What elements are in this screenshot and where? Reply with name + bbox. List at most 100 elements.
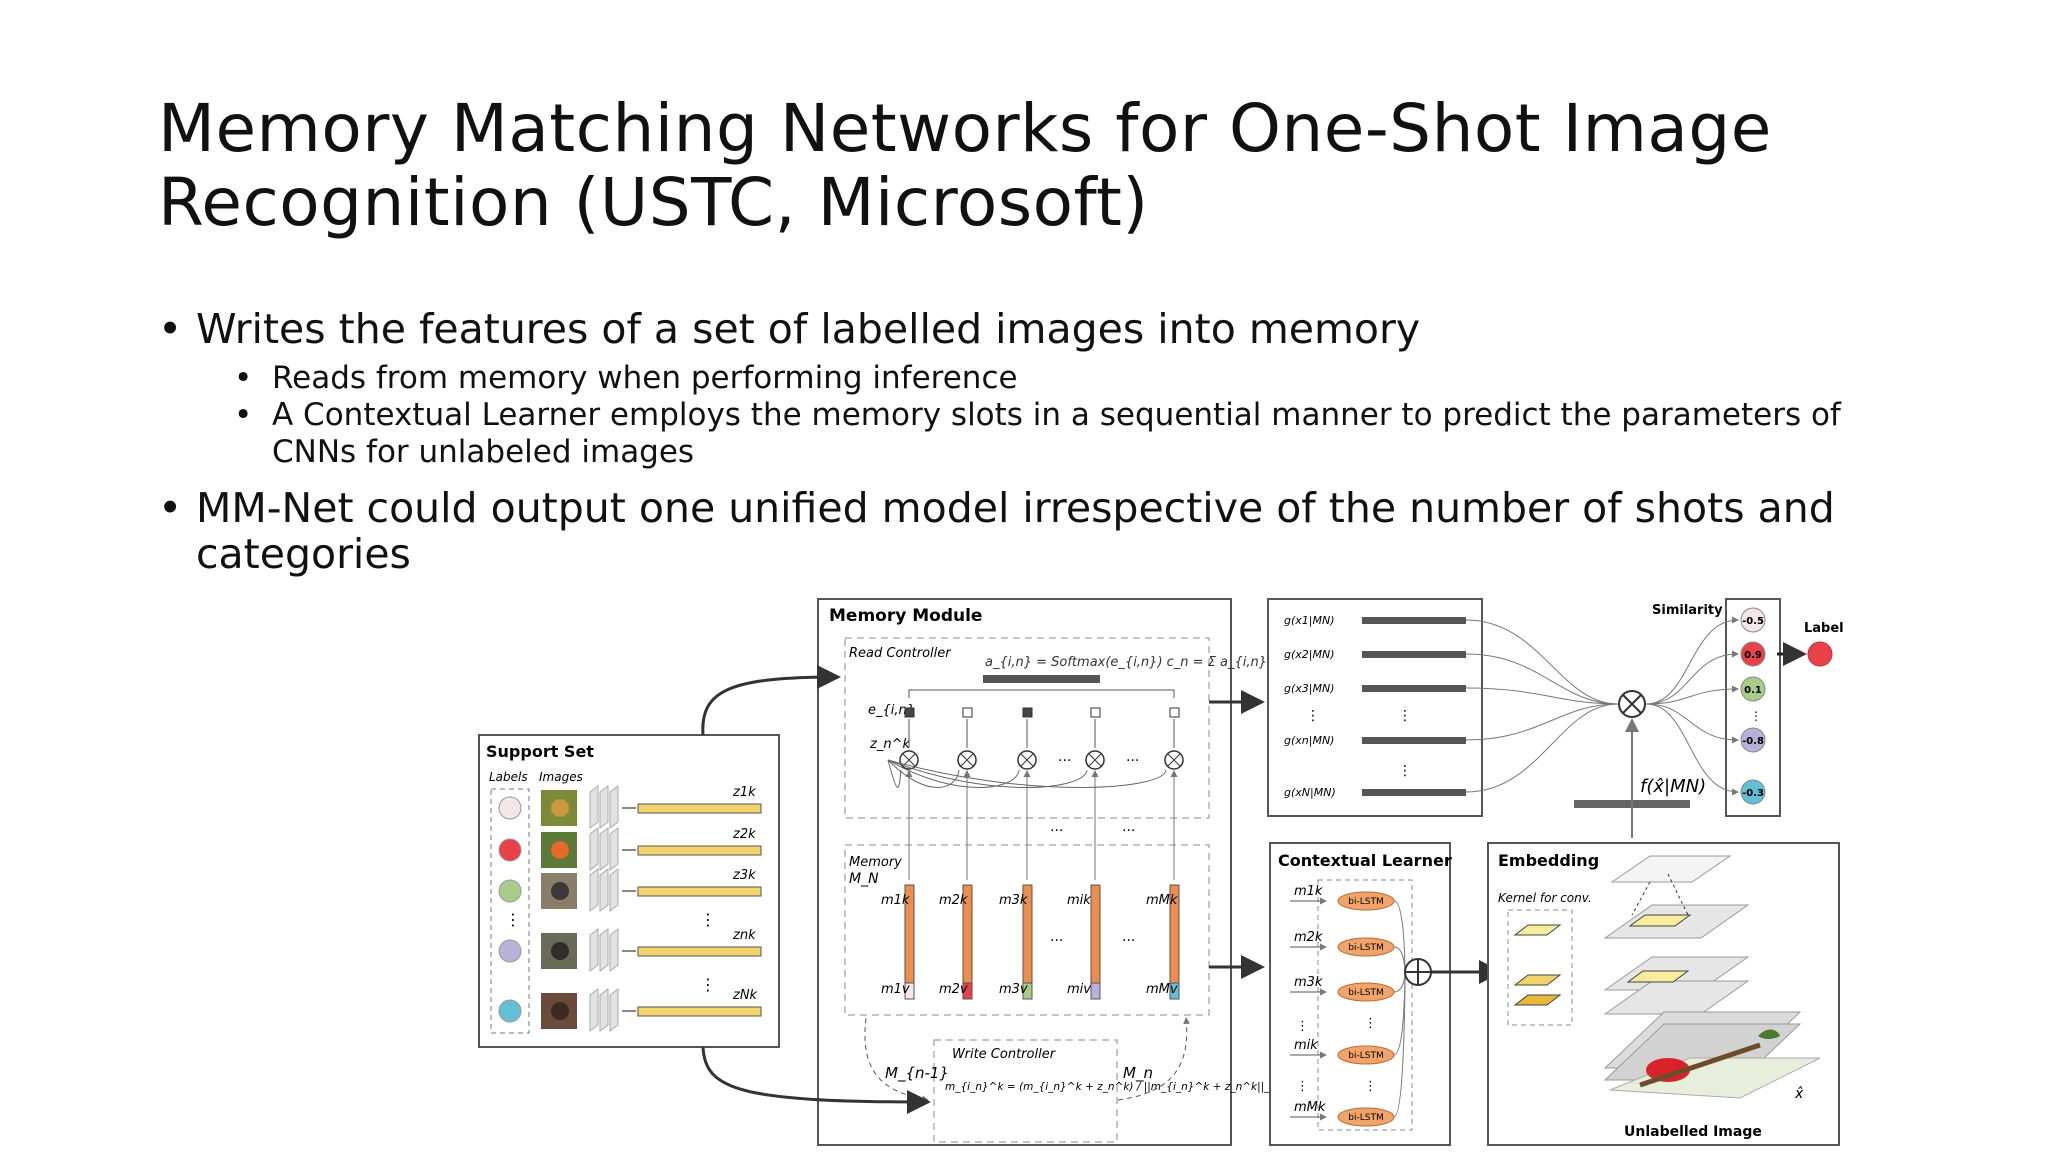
ellipsis: ⋮ (700, 910, 716, 929)
g-label: g(xN|MN) (1284, 786, 1336, 799)
ellipsis: ··· (1122, 933, 1135, 949)
contextual-learner-title: Contextual Learner (1278, 851, 1452, 870)
ellipsis: ⋮ (700, 975, 716, 994)
attention-weight-cell (904, 707, 915, 718)
cnn-layer (599, 988, 609, 1032)
learner-input-label: m2k (1294, 930, 1323, 945)
ellipsis: ··· (1058, 753, 1071, 769)
memory-value-label: m1v (881, 982, 910, 997)
times-glyph (1167, 753, 1181, 767)
attention-weight-cell (1169, 707, 1180, 718)
cnn-layer (599, 785, 609, 829)
g-label: g(xn|MN) (1284, 734, 1334, 747)
query-arrow (887, 759, 1020, 788)
photo-subject (551, 841, 569, 859)
read-formula: a_{i,n} = Softmax(e_{i,n}) c_n = Σ a_{i,… (985, 655, 1313, 670)
memory-key-label: mMk (1146, 893, 1178, 908)
read-controller-label: Read Controller (849, 646, 952, 661)
g-to-product-line (1465, 703, 1619, 741)
sub-bullet-text: A Contextual Learner employs the memory … (272, 397, 1841, 470)
g-label: g(x1|MN) (1284, 614, 1335, 627)
write-controller-label: Write Controller (952, 1047, 1057, 1062)
bi-lstm-label: bi-LSTM (1348, 897, 1383, 907)
learner-input-label: m1k (1294, 884, 1323, 899)
product-to-score-arrow (1645, 703, 1739, 796)
cnn-layer (599, 827, 609, 871)
unlabelled-image-bird-icon (1646, 1058, 1690, 1082)
similarity-score-value: 0.1 (1744, 685, 1762, 696)
z-feature-label: znk (732, 928, 756, 943)
label-color-dot (498, 796, 522, 820)
cnn-layer (589, 785, 599, 829)
g-embedding-bar (1362, 617, 1466, 624)
ellipsis: ··· (1050, 933, 1063, 949)
learner-input-label: mMk (1294, 1100, 1326, 1115)
bullet-marker: • (158, 305, 183, 353)
kernel-stack (1513, 924, 1562, 1006)
bi-lstm-label: bi-LSTM (1348, 943, 1383, 953)
attention-brace (908, 689, 1175, 698)
g-to-product-line (1465, 619, 1619, 705)
feature-bar (637, 803, 762, 814)
bullet-item: • MM-Net could output one unified model … (158, 485, 1898, 577)
labels-header: Labels (489, 770, 528, 784)
bullet-marker: • (234, 360, 253, 396)
memory-value-slot (1090, 982, 1101, 1000)
memory-label: Memory (849, 855, 902, 870)
photo-subject (551, 1002, 569, 1020)
memory-key-label: m1k (881, 893, 910, 908)
g-embedding-bar (1362, 737, 1466, 744)
memory-value-slot (904, 982, 915, 1000)
bullet-marker: • (158, 484, 183, 532)
cnn-layer (609, 928, 619, 972)
ellipsis: ⋮ (1296, 1019, 1309, 1034)
ellipsis: ⋮ (1296, 1079, 1309, 1094)
similarity-score-node (1740, 641, 1766, 667)
g-embedding-panel: g(x1|MN)g(x2|MN)g(x3|MN)g(xn|MN)g(xN|MN)… (1267, 598, 1619, 817)
similarity-score-value: -0.3 (1742, 788, 1764, 799)
product-to-score-arrow (1645, 650, 1739, 705)
cnn-layer (609, 868, 619, 912)
product-to-score-arrow (1645, 703, 1739, 744)
attention-weight-cell (1090, 707, 1101, 718)
bullet-item: • Writes the features of a set of labell… (158, 306, 1898, 352)
similarity-score-node (1740, 676, 1766, 702)
bi-lstm-label: bi-LSTM (1348, 988, 1383, 998)
kernel-label: Kernel for conv. (1498, 891, 1592, 905)
query-arrow (887, 759, 1088, 788)
e-label: e_{i,n} (868, 703, 915, 718)
g-embedding-bar (1362, 651, 1466, 658)
similarity-score-value: 0.9 (1744, 650, 1762, 661)
product-to-score-arrow (1645, 616, 1739, 705)
g-to-product-line (1465, 687, 1619, 705)
support-set-title: Support Set (486, 742, 594, 761)
z-feature-label: z1k (732, 785, 756, 800)
memory-key-label: m2k (939, 893, 968, 908)
attention-weight-cell (962, 707, 973, 718)
sub-bullet-item: • Reads from memory when performing infe… (158, 360, 1898, 397)
feature-bar (637, 845, 762, 856)
building-photo-icon (541, 933, 577, 969)
contextual-learner-panel: Contextual Learner m1k bi-LSTM m2k bi-LSTM m… (1269, 842, 1503, 1146)
conv-layer-stack (1603, 855, 1821, 1099)
ellipsis: ··· (1050, 823, 1063, 839)
label-color-dot (498, 999, 522, 1023)
ellipsis: ⋮ (1750, 709, 1762, 723)
embedding-panel: Embedding Kernel for conv. x̂ Unlabelled… (1487, 842, 1840, 1146)
photo-subject (551, 799, 569, 817)
cnn-layer (609, 785, 619, 829)
memory-sub-label: M_N (849, 871, 879, 887)
support-set-panel: Support Set Labels Images z1kz2kz3kznkzN… (478, 734, 780, 1048)
ellipsis: ··· (1126, 753, 1139, 769)
label-color-dot (498, 879, 522, 903)
lstm-to-sum-line (1393, 971, 1406, 1118)
bullet-list: • Writes the features of a set of labell… (158, 306, 1898, 585)
label-title: Label (1804, 621, 1844, 636)
ellipsis: ⋮ (1398, 763, 1412, 779)
similarity-score-value: -0.5 (1742, 616, 1764, 627)
cnn-layer (609, 988, 619, 1032)
cnn-layer (609, 827, 619, 871)
times-glyph (902, 753, 916, 767)
g-to-product-line (1465, 653, 1619, 705)
